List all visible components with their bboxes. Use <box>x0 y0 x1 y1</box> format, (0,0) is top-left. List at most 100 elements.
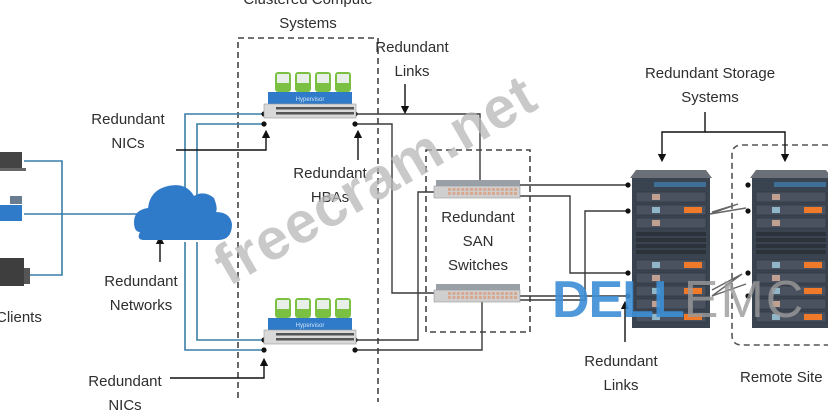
switch-port <box>487 188 491 191</box>
switch-port <box>492 292 495 295</box>
compute-title-line1: Clustered Compute <box>238 0 378 12</box>
switch-port <box>456 188 460 191</box>
label-line: HBAs <box>310 189 350 206</box>
rack-header <box>774 182 826 187</box>
shelf-indicator <box>772 314 780 320</box>
switch-port <box>514 188 517 191</box>
switch-port <box>474 188 478 191</box>
switch-port <box>500 296 504 299</box>
annotation-arrows <box>155 84 790 379</box>
storage-shelf <box>635 285 707 297</box>
shelf-indicator <box>652 207 660 213</box>
label-line: Links <box>603 377 639 394</box>
shelf-indicator <box>652 275 660 281</box>
shelf-indicator <box>772 220 780 226</box>
label-line: Redundant <box>293 165 367 182</box>
dell-emc-logo: DELLEMC <box>552 272 805 328</box>
redundant-nics-top-label: Redundant NICs <box>88 108 168 156</box>
switch-port <box>474 292 478 295</box>
label-line: SAN <box>462 233 494 250</box>
switch-port <box>492 296 495 299</box>
switch-port <box>456 292 460 295</box>
switch-port <box>496 292 500 295</box>
switch-port <box>492 188 495 191</box>
shelf-status-orange <box>804 207 822 213</box>
shelf-status-orange <box>804 262 822 268</box>
switch-port <box>456 192 460 195</box>
switch-port <box>452 296 456 299</box>
switch-port <box>483 292 487 295</box>
hypervisor-label: Hypervisor <box>296 97 325 103</box>
switch-port <box>505 292 509 295</box>
drive-row <box>276 107 354 110</box>
shelf-status-orange <box>804 314 822 320</box>
switch-port <box>487 296 491 299</box>
san-switch-boundary <box>425 149 531 333</box>
redundant-links-bottom-label: Redundant Links <box>576 350 666 398</box>
switch-port <box>496 296 500 299</box>
storage-shelf <box>635 204 707 216</box>
storage-shelf <box>755 191 827 203</box>
label-line: Systems <box>681 89 739 106</box>
shelf-indicator <box>652 194 660 200</box>
san-switch-bottom <box>433 284 521 303</box>
vm-screen <box>317 300 329 309</box>
switch-port <box>461 192 465 195</box>
remote-site-boundary <box>731 144 828 346</box>
switch-port <box>509 296 513 299</box>
compute-server-bottom: Hypervisor <box>263 298 357 345</box>
logo-dell: DELL <box>552 271 685 329</box>
label-line: Redundant <box>375 39 449 56</box>
switch-port <box>505 188 509 191</box>
switch-port <box>465 292 469 295</box>
switch-port <box>478 296 482 299</box>
storage-shelf <box>755 298 827 310</box>
network-cloud-icon <box>134 185 232 240</box>
switch-port <box>505 296 509 299</box>
switch-port <box>500 188 504 191</box>
switch-port <box>492 192 495 195</box>
switch-port <box>452 292 456 295</box>
switch-port <box>487 292 491 295</box>
storage-shelf <box>755 259 827 271</box>
shelf-indicator <box>652 220 660 226</box>
switch-port <box>456 296 460 299</box>
server-chassis <box>263 103 357 119</box>
label-line: NICs <box>111 135 145 152</box>
storage-array-primary <box>630 170 712 328</box>
drive-row <box>276 338 354 341</box>
san-links <box>356 113 747 351</box>
label-line: Redundant <box>88 373 162 390</box>
rack-grid-row <box>636 232 706 236</box>
hypervisor-layer <box>268 318 352 330</box>
shelf-indicator <box>652 301 660 307</box>
switch-port <box>448 188 451 191</box>
rack-top <box>750 170 828 178</box>
label-line: NICs <box>108 397 142 414</box>
shelf-indicator <box>772 301 780 307</box>
redundant-san-switches-label: Redundant SAN Switches <box>436 206 520 278</box>
storage-shelf <box>635 259 707 271</box>
redundant-links-top-label: Redundant Links <box>372 36 452 84</box>
client-monitor-icon <box>0 258 30 286</box>
storage-shelf <box>635 298 707 310</box>
shelf-status-orange <box>684 207 702 213</box>
client-laptop-icon <box>0 152 26 171</box>
switch-port <box>505 192 509 195</box>
switch-port <box>470 192 473 195</box>
label-line: Links <box>394 63 430 80</box>
storage-shelf <box>635 311 707 323</box>
storage-shelf <box>755 204 827 216</box>
switch-port <box>461 188 465 191</box>
shelf-status-orange <box>804 288 822 294</box>
storage-shelf <box>755 311 827 323</box>
shelf-indicator <box>772 207 780 213</box>
switch-port <box>478 188 482 191</box>
switch-port <box>448 292 451 295</box>
drive-row <box>276 333 354 336</box>
shelf-indicator <box>772 262 780 268</box>
rack-grid-row <box>756 232 826 236</box>
diagram-svg: Hypervisor Hypervisor <box>0 37 828 409</box>
switch-port <box>509 188 513 191</box>
